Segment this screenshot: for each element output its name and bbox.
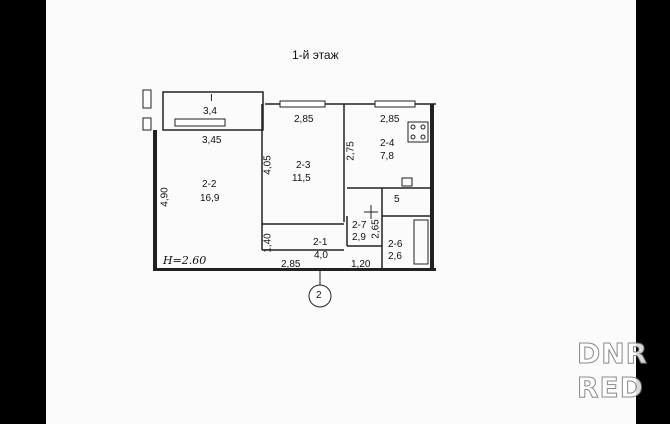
room-label-I-id: I: [210, 93, 213, 104]
wall-fill-left: [153, 130, 157, 270]
dim-room24-height: 2,75: [345, 141, 357, 161]
window-room23: [279, 100, 326, 108]
watermark-logo: DNR RED: [576, 337, 659, 408]
window-room24: [374, 100, 416, 108]
axis-marker-label: 2: [316, 290, 322, 301]
balcony-outline: [162, 91, 264, 131]
room-label-21-area: 4,0: [314, 250, 328, 261]
wall-fill-right: [430, 104, 434, 270]
window-left-small: [142, 89, 152, 109]
room-label-23-id: 2-3: [296, 160, 311, 171]
room-label-22-id: 2-2: [202, 179, 217, 190]
dim-room24-width: 2,85: [380, 114, 400, 125]
dim-hall-height: 1,40: [262, 233, 274, 253]
dim-balcony-width: 3,45: [202, 135, 222, 146]
room-label-24-id: 2-4: [380, 138, 395, 149]
room-label-5-id: 5: [394, 194, 400, 205]
dim-room22-height: 4,90: [159, 187, 171, 207]
window-balcony: [174, 118, 226, 127]
room-label-27-area: 2,9: [352, 232, 366, 243]
axis-circle: [308, 284, 332, 308]
room-label-26-id: 2-6: [388, 239, 403, 250]
sink-symbol: [401, 177, 413, 187]
room-label-21-id: 2-1: [313, 237, 328, 248]
room-label-22-area: 16,9: [200, 193, 220, 204]
watermark-line1: DNR: [576, 337, 649, 370]
stove-symbol: [407, 121, 429, 143]
plan-sheet: [46, 0, 636, 424]
room-label-I-area: 3,4: [203, 106, 217, 117]
room-label-23-area: 11,5: [292, 173, 311, 184]
dim-corridor-width: 1,20: [351, 259, 371, 270]
dim-hall-width: 2,85: [281, 259, 301, 270]
plan-title: 1-й этаж: [292, 48, 339, 62]
ceiling-height-note: H=2.60: [163, 254, 207, 267]
window-left-small2: [142, 117, 152, 131]
dim-room27-height: 2,65: [370, 219, 382, 239]
wall-fill-bottom: [153, 268, 436, 271]
dim-room23-width: 2,85: [294, 114, 314, 125]
room-label-24-area: 7,8: [380, 151, 394, 162]
watermark-line2: RED: [577, 371, 644, 404]
dim-room23-height: 4,05: [262, 155, 274, 175]
bathtub-symbol: [413, 219, 429, 265]
room-label-27-id: 2-7: [352, 220, 367, 231]
room-label-26-area: 2,6: [388, 251, 402, 262]
